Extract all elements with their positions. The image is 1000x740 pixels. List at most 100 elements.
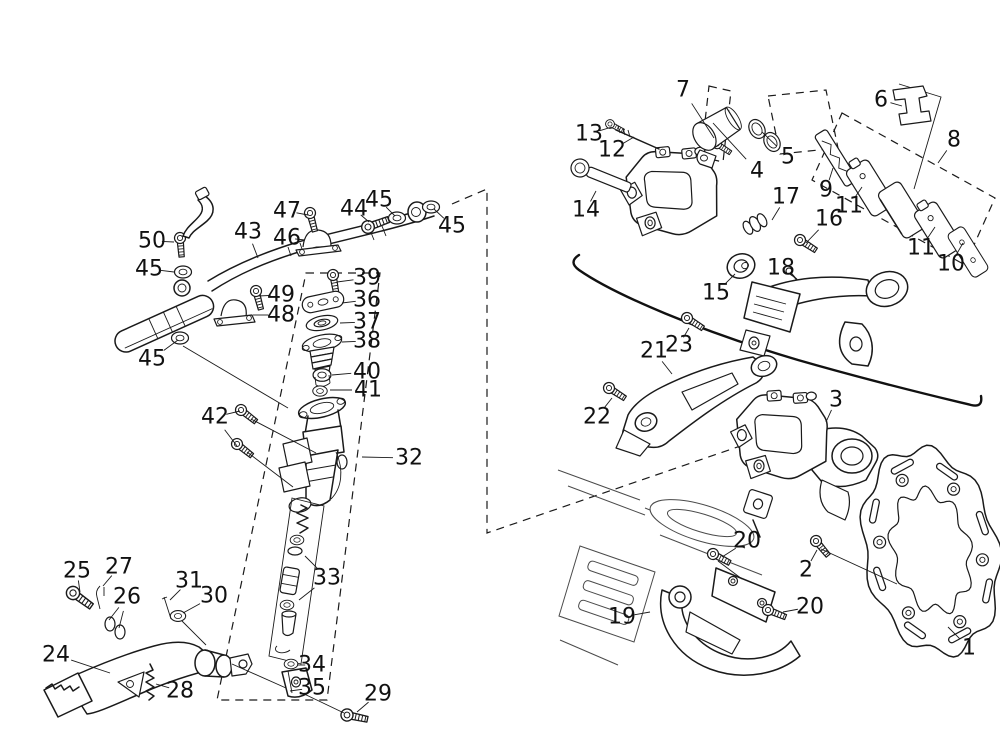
part-label-29: 29	[364, 682, 392, 707]
bushing-15	[726, 252, 756, 280]
leader-line-39	[336, 279, 354, 283]
part-label-17: 17	[772, 185, 800, 210]
part-label-31: 31	[175, 569, 203, 594]
leader-line-33	[304, 555, 318, 569]
mount-screw-42b	[228, 435, 256, 461]
kit-cup	[281, 613, 297, 637]
pin-boot-17	[742, 213, 768, 235]
kit-outline	[268, 497, 325, 665]
part-label-34: 34	[298, 653, 326, 678]
leader-line-45	[433, 208, 445, 219]
part-label-25: 25	[63, 559, 91, 584]
part-label-45: 45	[135, 257, 163, 282]
part-label-24: 24	[42, 643, 70, 668]
piston-kit	[268, 497, 370, 726]
part-label-9: 9	[819, 178, 833, 203]
part-label-12: 12	[598, 138, 626, 163]
part-label-33: 33	[313, 566, 341, 591]
washer-45-a	[387, 211, 407, 225]
part-label-37: 37	[353, 310, 381, 335]
part-label-26: 26	[113, 585, 141, 610]
leader-line-8	[937, 150, 948, 164]
pedal-toe	[43, 672, 93, 718]
cotter-pin-27	[95, 585, 105, 610]
leader-line-21	[661, 361, 673, 375]
part-label-22: 22	[583, 405, 611, 430]
leader-line-10	[956, 242, 964, 255]
part-label-8: 8	[947, 128, 961, 153]
leader-line-32	[361, 456, 394, 459]
seal-5a	[748, 118, 766, 140]
disc-bolt-2	[807, 532, 898, 585]
kit-spring	[296, 504, 309, 534]
part-label-18: 18	[767, 256, 795, 281]
shim-10	[947, 226, 989, 278]
leader-line-37	[339, 322, 355, 324]
leader-line-20	[721, 547, 736, 558]
part-label-4: 4	[750, 159, 764, 184]
part-label-28: 28	[166, 679, 194, 704]
disc-guard	[660, 545, 801, 676]
pin-31	[161, 596, 172, 620]
washer-30	[169, 610, 187, 622]
leader-line-33	[298, 587, 315, 601]
leader-line-6	[890, 102, 903, 107]
reservoir-hose	[182, 195, 214, 239]
part-label-39: 39	[353, 266, 381, 291]
master-cylinder-body	[278, 396, 348, 513]
leader-line-13	[599, 126, 613, 132]
hose-eye-lower	[173, 279, 191, 297]
leader-line-20	[782, 608, 798, 613]
brake-pedal-assembly	[43, 583, 287, 718]
part-label-1: 1	[962, 636, 976, 661]
dashed-box-brake-pads	[811, 112, 996, 266]
leader-line-45	[160, 269, 175, 273]
part-label-15: 15	[702, 281, 730, 306]
leader-line-19	[634, 611, 651, 616]
part-label-49: 49	[267, 283, 295, 308]
leader-line-4	[712, 122, 747, 160]
brake-pads-group	[814, 129, 989, 278]
dashed-boundary	[451, 188, 759, 534]
leader-line-40	[331, 372, 352, 376]
part-label-14: 14	[572, 198, 600, 223]
part-labels: 1234567891011111213141516171819202021222…	[42, 78, 976, 713]
caliper-bracket-top	[739, 270, 909, 367]
leader-line-23	[683, 327, 690, 338]
leader-line-44	[360, 214, 370, 223]
leader-line-35	[289, 688, 303, 692]
washer-26-a	[104, 616, 116, 632]
part-label-11: 11	[907, 236, 935, 261]
leader-line-24	[71, 659, 111, 674]
part-label-47: 47	[273, 199, 301, 224]
hose-sleeve	[114, 294, 215, 353]
leader-line-30	[182, 603, 201, 614]
leader-line-26	[108, 607, 120, 621]
part-label-11: 11	[835, 194, 863, 219]
leader-line-7	[691, 103, 715, 139]
leader-line-18	[787, 272, 798, 280]
part-label-23: 23	[665, 333, 693, 358]
leader-line-1	[947, 626, 960, 639]
pad-pin-bolt-16	[791, 231, 820, 256]
leader-line-29	[356, 701, 369, 713]
kit-piston	[279, 566, 301, 596]
part-label-41: 41	[354, 378, 382, 403]
part-label-45: 45	[138, 347, 166, 372]
part-label-7: 7	[676, 78, 690, 103]
leader-line-47	[296, 212, 309, 216]
brake-pad-middle	[877, 181, 927, 239]
part-label-46: 46	[273, 226, 301, 251]
part-label-43: 43	[234, 220, 262, 245]
hose-clamp-48	[213, 299, 256, 327]
leader-line-50	[161, 241, 175, 243]
leader-line-42	[224, 429, 238, 447]
part-label-19: 19	[608, 605, 636, 630]
plate-36	[301, 290, 345, 314]
leader-line-36	[341, 300, 356, 304]
clamp-screw-49	[248, 283, 267, 312]
washer-41	[312, 385, 328, 397]
brake-hose-assembly	[114, 186, 441, 409]
leader-line-22	[603, 397, 613, 409]
part-label-44: 44	[340, 197, 368, 222]
